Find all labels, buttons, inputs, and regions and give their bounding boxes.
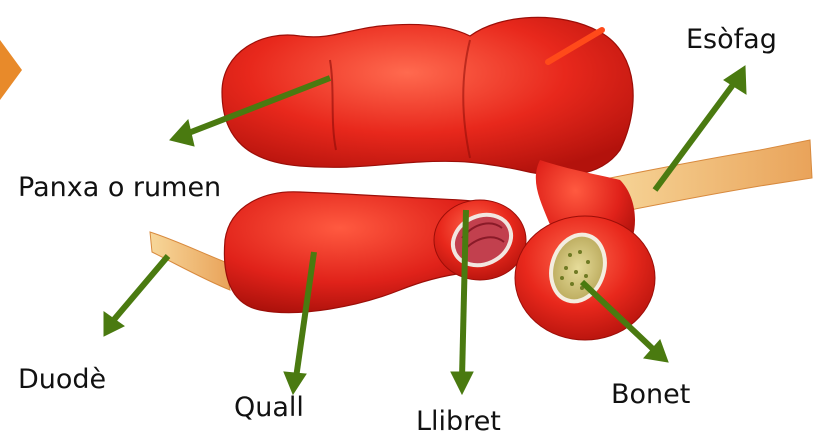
label-panxa-o-rumen: Panxa o rumen [18,174,221,201]
label-esofag: Esòfag [686,26,777,53]
label-quall: Quall [234,394,304,421]
arrowhead-quall [284,372,306,394]
edge-fragment [0,40,22,100]
arrowhead-panxa [170,120,194,146]
arrowhead-llibret [451,372,473,394]
arrow-llibret [462,210,466,378]
label-llibret: Llibret [416,408,501,435]
arrow-duode [112,256,168,322]
label-duode: Duodè [18,366,106,393]
label-bonet: Bonet [611,381,690,408]
